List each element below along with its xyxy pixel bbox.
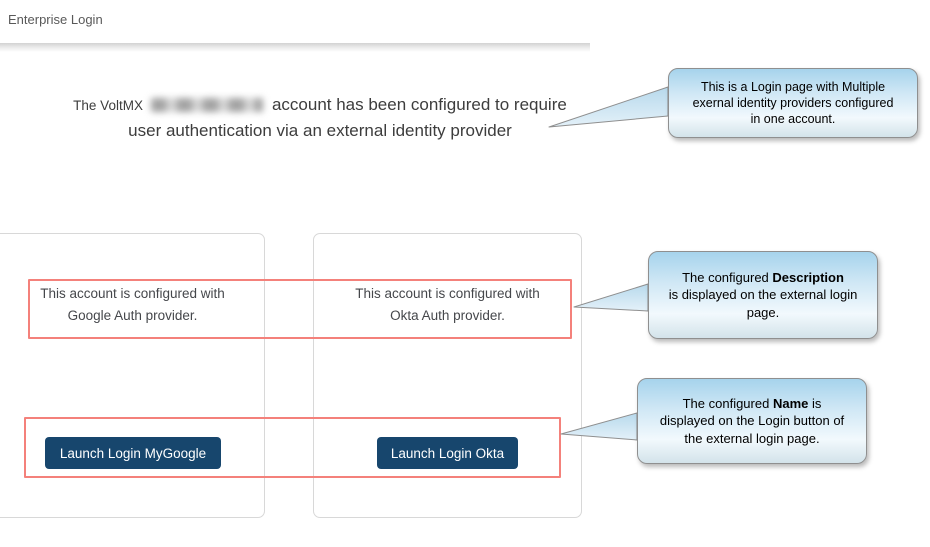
callout-text: This is a Login page with Multiple exern…: [693, 79, 894, 127]
intro-text: The VoltMX account has been configured to…: [40, 92, 600, 143]
text-line: Google Auth provider.: [67, 308, 198, 323]
text-line: is displayed on the external login: [668, 287, 858, 303]
intro-line2: user authentication via an external iden…: [128, 121, 512, 140]
text-line: The configured Name is: [660, 395, 844, 413]
text-line: This is a Login page with Multiple: [700, 80, 886, 94]
callout-description: The configured Description is displayed …: [648, 251, 878, 339]
text-line: in one account.: [750, 112, 836, 126]
launch-login-okta-button[interactable]: Launch Login Okta: [377, 437, 518, 469]
okta-provider-description: This account is configured with Okta Aut…: [313, 283, 582, 327]
callout-multiple-providers: This is a Login page with Multiple exern…: [668, 68, 918, 138]
bold-text-segment: Name: [772, 395, 809, 411]
button-highlight-box: [24, 417, 561, 478]
text-segment: The configured: [682, 395, 773, 411]
text-segment: The configured: [682, 269, 773, 285]
text-line: exernal identity providers configured: [692, 96, 894, 110]
text-segment: is: [808, 395, 822, 411]
text-line: the external login page.: [684, 430, 820, 446]
text-line: This account is configured with: [40, 286, 225, 301]
bold-text-segment: Description: [772, 269, 844, 285]
description-highlight-box: [28, 279, 572, 339]
text-line: The configured Description: [669, 269, 858, 287]
redacted-account-name: [150, 98, 263, 112]
text-line: displayed on the Login button of: [659, 413, 845, 429]
header-divider: [0, 43, 590, 52]
launch-login-mygoogle-button[interactable]: Launch Login MyGoogle: [45, 437, 221, 469]
intro-line1-rest: account has been configured to require: [271, 95, 567, 114]
callout-text: The configured Name is displayed on the …: [660, 395, 844, 448]
text-line: Okta Auth provider.: [390, 308, 505, 323]
callout-name: The configured Name is displayed on the …: [637, 378, 867, 464]
text-line: This account is configured with: [355, 286, 540, 301]
callout-text: The configured Description is displayed …: [669, 269, 858, 322]
intro-line1: The VoltMX account has been configured to…: [40, 92, 600, 118]
google-provider-description: This account is configured with Google A…: [0, 283, 265, 327]
intro-prefix: The VoltMX: [73, 98, 143, 113]
callout-tail-2: [573, 283, 649, 312]
page-title: Enterprise Login: [8, 12, 103, 27]
text-line: page.: [746, 304, 780, 320]
